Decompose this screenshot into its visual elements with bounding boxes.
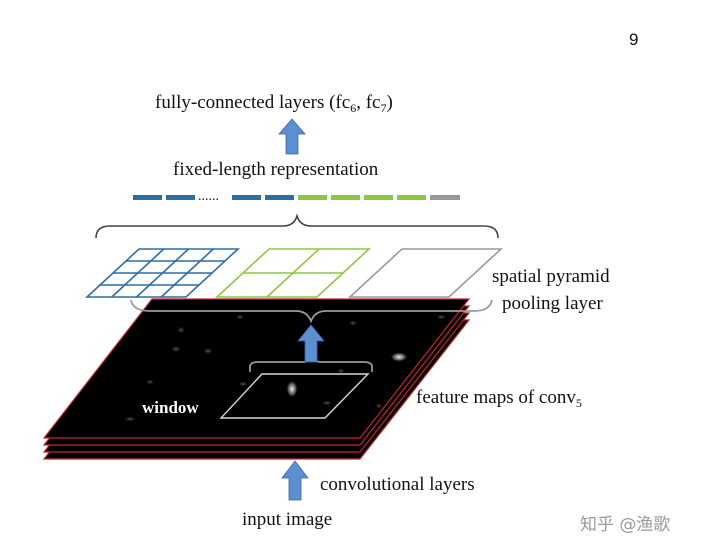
vector-ellipsis: ...... <box>198 189 219 204</box>
grid-outline <box>347 248 504 298</box>
vector-bin-blue <box>232 195 261 200</box>
arrow-input-to-conv <box>281 460 309 501</box>
activation-blob <box>435 314 447 320</box>
window-label: window <box>142 398 199 417</box>
pooling-grid-1x1 <box>347 248 504 298</box>
activation-blob <box>390 352 408 362</box>
activation-blob <box>375 403 383 409</box>
fc-layers-label: fully-connected layers (fc6, fc7) <box>155 92 393 115</box>
activation-blob <box>336 368 346 374</box>
activation-blob <box>321 400 333 406</box>
feature-map-top <box>42 298 471 439</box>
activation-blob <box>145 379 155 385</box>
spp-label-line1: spatial pyramid <box>492 266 610 287</box>
grid-col-line <box>266 248 320 298</box>
activation-blob <box>286 380 298 398</box>
feature-maps-label: feature maps of conv5 <box>416 387 582 410</box>
activation-blob <box>123 416 137 422</box>
vector-bin-blue <box>265 195 294 200</box>
feature-map-stack: window <box>42 298 471 460</box>
activation-blob <box>235 314 245 320</box>
representation-vector: ...... <box>133 189 460 204</box>
arrow-window-to-pooling <box>297 324 325 363</box>
spp-label-line2: pooling layer <box>502 293 603 314</box>
arrow-to-fc <box>278 118 306 155</box>
pooling-grid-4x4 <box>84 248 241 298</box>
grid-col-line <box>135 248 190 298</box>
activation-blob <box>348 320 358 326</box>
vector-bin-blue <box>133 195 162 200</box>
fixed-length-label: fixed-length representation <box>173 159 379 180</box>
input-image-label: input image <box>242 509 332 530</box>
brace-grids <box>130 299 493 324</box>
conv-layers-label: convolutional layers <box>320 474 475 495</box>
page-number: 9 <box>629 30 638 49</box>
grid-col-line <box>111 248 165 298</box>
grid-col-line <box>160 248 214 298</box>
vector-bin-green <box>397 195 426 200</box>
brace-top <box>95 213 499 239</box>
vector-bin-green <box>331 195 360 200</box>
window-box <box>219 373 370 419</box>
activation-blob <box>176 326 186 334</box>
vector-bin-gray <box>430 195 460 200</box>
grid-outline <box>214 248 372 298</box>
activation-blob <box>237 381 249 387</box>
pooling-grid-2x2 <box>214 248 372 298</box>
vector-bin-blue <box>166 195 195 200</box>
vector-bin-green <box>364 195 393 200</box>
activation-blob <box>170 345 182 353</box>
vector-bin-green <box>298 195 327 200</box>
pooling-grids <box>84 248 504 298</box>
activation-blob <box>202 347 214 355</box>
grid-outline <box>84 248 241 298</box>
watermark: 知乎 @渔歌 <box>580 515 670 535</box>
